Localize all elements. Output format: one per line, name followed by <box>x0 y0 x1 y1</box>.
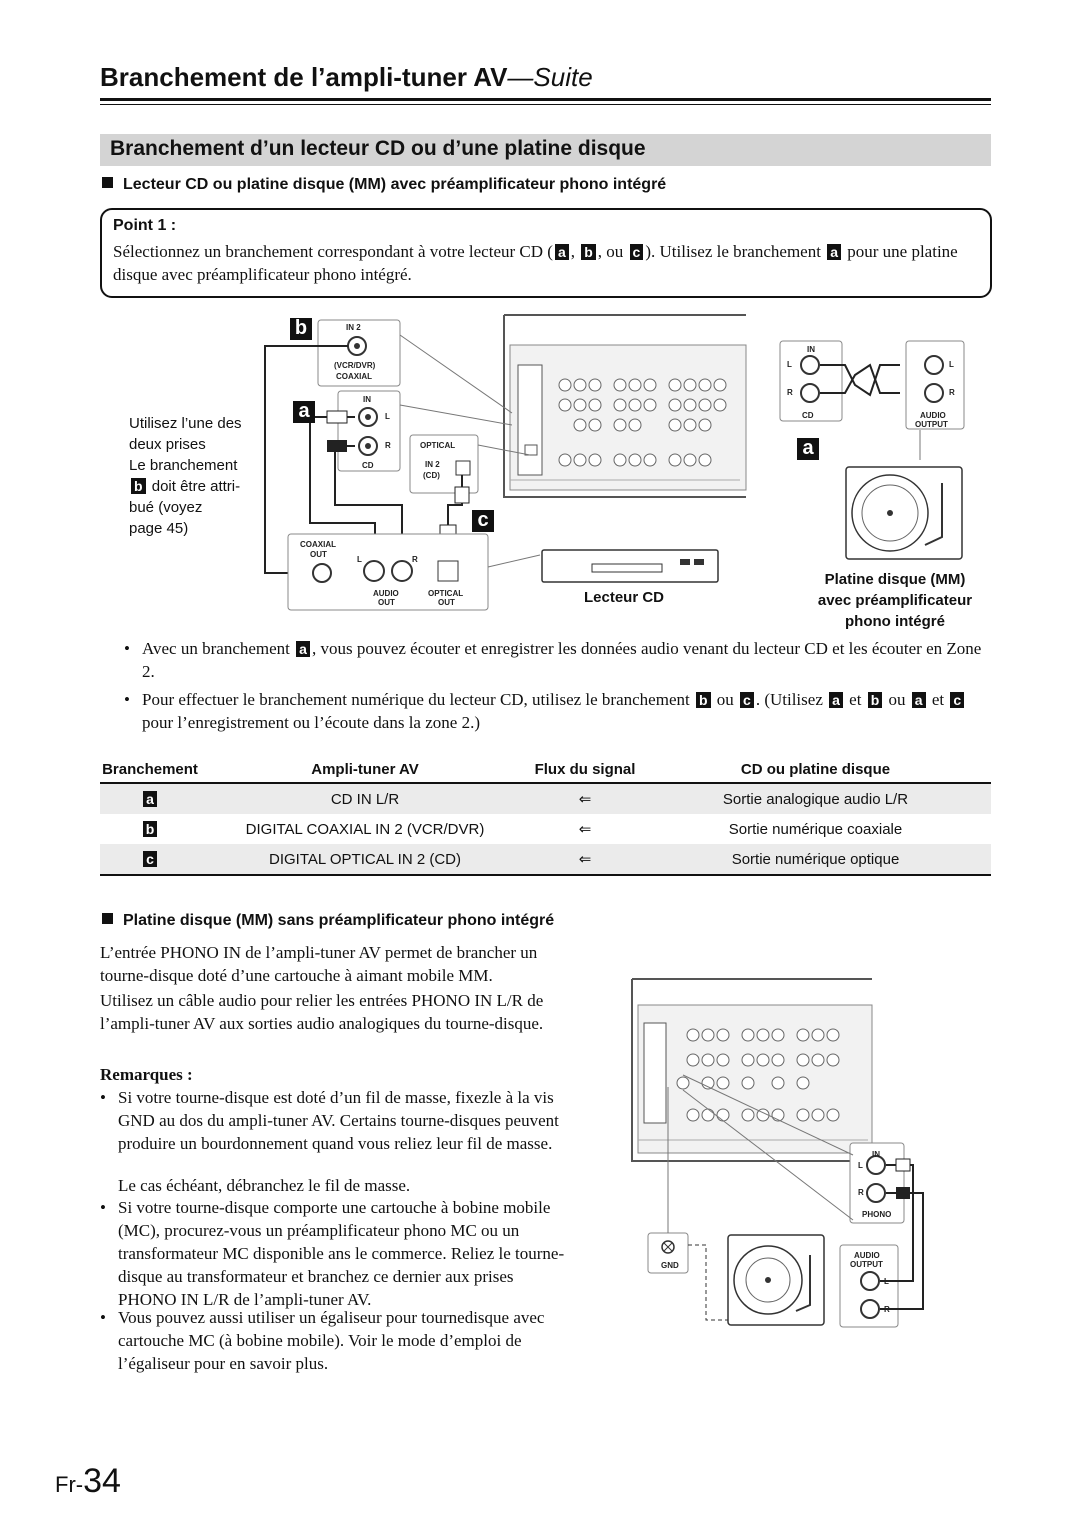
page-title: Branchement de l’ampli-tuner AV—Suite <box>100 62 593 92</box>
tag-a-diagram: a <box>293 401 315 423</box>
label-cd: CD <box>362 461 374 470</box>
label-vcr-dvr: (VCR/DVR) <box>334 361 376 370</box>
tag-a: a <box>296 641 310 657</box>
label-audio-output-2: OUTPUT <box>915 420 948 429</box>
tag-a: a <box>554 244 569 260</box>
table-row: a CD IN L/R ⇐ Sortie analogique audio L/… <box>100 783 991 814</box>
label-turntable-cd: CD <box>802 411 814 420</box>
square-bullet-icon <box>102 177 113 188</box>
col-source: CD ou platine disque <box>640 758 991 784</box>
tag-a: a <box>827 244 841 260</box>
label-turntable-r: R <box>787 388 793 397</box>
phono-paragraph-2: Utilisez un câble audio pour relier les … <box>100 991 544 1033</box>
label-output-r: R <box>949 388 955 397</box>
tag-a: a <box>829 692 843 708</box>
label-audio-out-2: OUT <box>378 598 395 607</box>
title-rule <box>100 98 991 101</box>
point-title: Point 1 : <box>113 217 177 234</box>
col-branchement: Branchement <box>100 758 200 784</box>
cd-player-label: Lecteur CD <box>584 589 665 606</box>
page-number: Fr-34 <box>55 1462 121 1500</box>
diagram-note: Utilisez l’une des deux prises Le branch… <box>129 415 242 537</box>
remark-equalizer: •Vous pouvez aussi utiliser un égaliseur… <box>100 1308 545 1373</box>
col-ampli: Ampli-tuner AV <box>200 758 530 784</box>
col-flux: Flux du signal <box>530 758 640 784</box>
remark-ground-b: Le cas échéant, débranchez le fil de mas… <box>118 1176 411 1195</box>
label-l: L <box>385 412 390 421</box>
section-heading: Branchement d’un lecteur CD ou d’une pla… <box>100 134 991 166</box>
label-coaxial: COAXIAL <box>336 372 372 381</box>
label-audio-output: AUDIO <box>920 411 946 420</box>
title-rule-thin <box>100 104 991 105</box>
label-output-l: L <box>949 360 954 369</box>
phono-paragraph-1: L’entrée PHONO IN de l’ampli-tuner AV pe… <box>100 943 538 985</box>
remark-mc: •Si votre tourne-disque comporte une car… <box>100 1198 565 1309</box>
label-r: R <box>385 441 391 450</box>
label-phono-in: IN <box>872 1150 880 1159</box>
phono-diagram: IN L R PHONO AUDIO OUTPUT L R GND <box>628 975 928 1335</box>
label-turntable-l: L <box>787 360 792 369</box>
label-audio-out: AUDIO <box>373 589 399 598</box>
tag-b: b <box>131 478 146 494</box>
tag-a-turntable: a <box>797 438 819 460</box>
tag-c: c <box>143 850 157 867</box>
tag-b-diagram: b <box>290 318 312 340</box>
table-row: b DIGITAL COAXIAL IN 2 (VCR/DVR) ⇐ Sorti… <box>100 814 991 844</box>
label-turntable-in: IN <box>807 345 815 354</box>
label-optical: OPTICAL <box>420 441 456 450</box>
tag-b: b <box>867 692 883 708</box>
table-header-row: Branchement Ampli-tuner AV Flux du signa… <box>100 758 991 784</box>
remarks-title: Remarques : <box>100 1065 193 1084</box>
connection-diagram: b a c a IN 2 (VCR/DVR) COAXIAL IN L R CD… <box>100 305 991 635</box>
label-phono-r: R <box>858 1188 864 1197</box>
label-optical-out-2: OUT <box>438 598 455 607</box>
tag-a: a <box>911 692 926 708</box>
signal-table: Branchement Ampli-tuner AV Flux du signa… <box>100 758 991 876</box>
tag-c-diagram: c <box>472 510 494 532</box>
point-box <box>100 208 992 298</box>
label-in2-cd: IN 2 <box>425 460 440 469</box>
tag-b: b <box>142 820 158 837</box>
tag-c: c <box>950 692 965 708</box>
label-optical-out: OPTICAL <box>428 589 464 598</box>
label-out-r: R <box>412 555 418 564</box>
connection-diagram-drawing <box>264 314 965 611</box>
bullet-digital: • Pour effectuer le branchement numériqu… <box>124 688 982 734</box>
tag-b: b <box>695 692 711 708</box>
label-coaxial-out: COAXIAL <box>300 540 336 549</box>
turntable-label: Platine disque (MM) avec préamplificateu… <box>817 571 973 630</box>
label-cd-paren: (CD) <box>423 471 440 480</box>
label-gnd: GND <box>661 1261 679 1270</box>
tag-c: c <box>629 244 644 260</box>
label-output-l: L <box>884 1277 889 1286</box>
subheading-without-preamp: Platine disque (MM) sans préamplificateu… <box>102 912 554 930</box>
remark-ground: •Si votre tourne-disque est doté d’un fi… <box>100 1088 559 1153</box>
label-in: IN <box>363 395 371 404</box>
tag-a: a <box>143 790 157 807</box>
label-in2: IN 2 <box>346 323 361 332</box>
label-audio: AUDIO <box>854 1251 880 1260</box>
subheading-with-preamp: Lecteur CD ou platine disque (MM) avec p… <box>102 176 666 194</box>
point-text: Sélectionnez un branchement correspondan… <box>113 242 958 284</box>
label-output: OUTPUT <box>850 1260 883 1269</box>
label-output-r: R <box>884 1305 890 1314</box>
square-bullet-icon <box>102 913 113 924</box>
label-phono-l: L <box>858 1161 863 1170</box>
table-row: c DIGITAL OPTICAL IN 2 (CD) ⇐ Sortie num… <box>100 844 991 876</box>
label-phono: PHONO <box>862 1210 892 1219</box>
label-out-l: L <box>357 555 362 564</box>
label-coaxial-out-2: OUT <box>310 550 327 559</box>
tag-b: b <box>581 244 596 260</box>
tag-c: c <box>740 692 754 708</box>
phono-diagram-drawing <box>631 978 924 1328</box>
receiver-rear-panel <box>503 314 747 498</box>
bullet-analog: • Avec un branchement a, vous pouvez éco… <box>124 639 982 681</box>
